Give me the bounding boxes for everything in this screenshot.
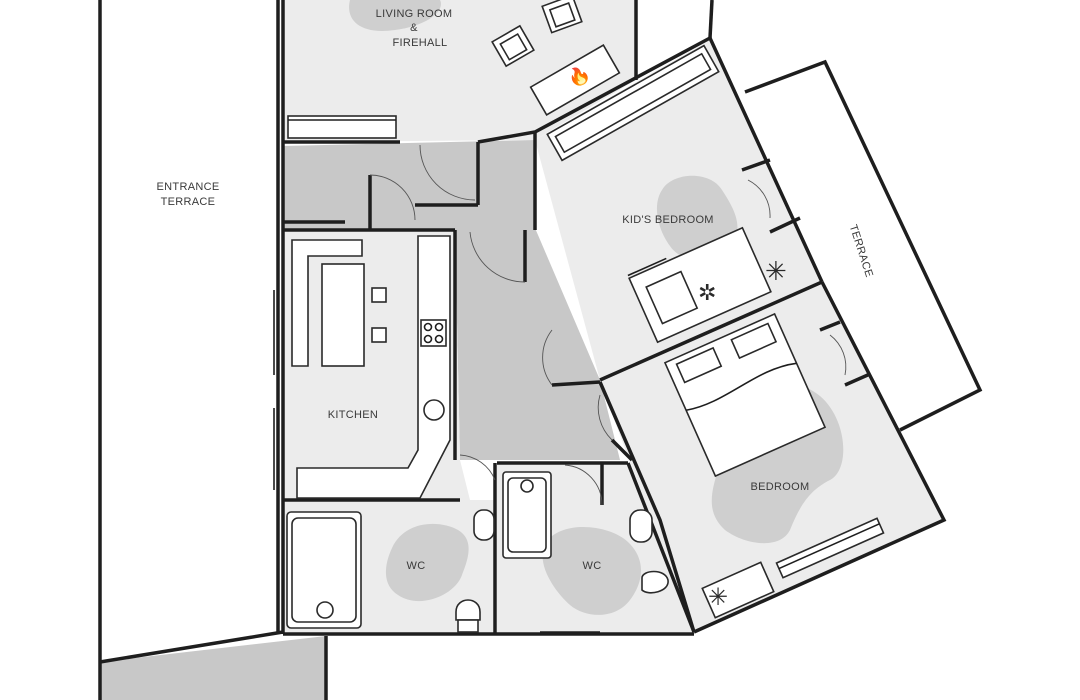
- wc-left-fixtures: [286, 509, 495, 633]
- kitchen-l-counter: [296, 235, 451, 499]
- cooktop: [420, 319, 447, 347]
- kids-furniture: ✲ ✳: [627, 226, 787, 344]
- sink-right: [629, 509, 653, 543]
- fireplace: 🔥: [529, 44, 621, 116]
- long-shelf: [546, 44, 720, 162]
- entrance-label-1: ENTRANCE: [157, 181, 220, 193]
- kitchen-sink: [423, 399, 445, 421]
- bottom-left-patch: [100, 636, 326, 700]
- plant-icon-bedroom: ✳: [708, 584, 728, 611]
- bedroom-furniture: ✳: [663, 312, 885, 619]
- rug-wc-left: [385, 523, 469, 602]
- living-room-label-2: &: [410, 22, 418, 34]
- walls: [98, 0, 983, 700]
- kids-bed: [627, 226, 772, 344]
- dresser: [775, 517, 885, 579]
- kitchen-label: KITCHEN: [328, 409, 378, 421]
- kids-bedroom-label: KID'S BEDROOM: [622, 214, 714, 226]
- entrance-terrace-floor: [100, 0, 278, 662]
- toy-icon: ✲: [698, 280, 717, 305]
- plant-icon-kids: ✳: [765, 256, 787, 286]
- door-swings: [369, 144, 847, 506]
- living-room-label-3: FIREHALL: [393, 37, 448, 49]
- wc-right-fixtures: [502, 471, 669, 633]
- terrace-floor: [745, 62, 980, 430]
- living-furniture: 🔥: [287, 0, 720, 162]
- double-bed: [663, 312, 827, 478]
- kitchen-furniture: [273, 235, 451, 499]
- armchair-2: [491, 24, 535, 68]
- wc-left-label: WC: [407, 560, 426, 572]
- sink-left: [473, 509, 495, 541]
- entrance-label-2: TERRACE: [161, 196, 216, 208]
- living-room-label-1: LIVING ROOM: [376, 8, 453, 20]
- wc-right-label: WC: [583, 560, 602, 572]
- stool-1: [371, 287, 387, 303]
- bedroom-label: BEDROOM: [751, 481, 810, 493]
- armchair-1: [541, 0, 583, 34]
- corridor-floor: [283, 140, 620, 460]
- stool-2: [371, 327, 387, 343]
- kitchen-counter: [291, 239, 363, 367]
- kitchen-island: [321, 263, 365, 367]
- rug-wc-right: [542, 527, 642, 615]
- plant-box: [701, 561, 775, 619]
- floors: [100, 0, 980, 700]
- toilet-right: [641, 570, 669, 594]
- sofa-bench: [287, 115, 397, 139]
- rug-living: [349, 0, 441, 31]
- toilet-left: [455, 599, 481, 621]
